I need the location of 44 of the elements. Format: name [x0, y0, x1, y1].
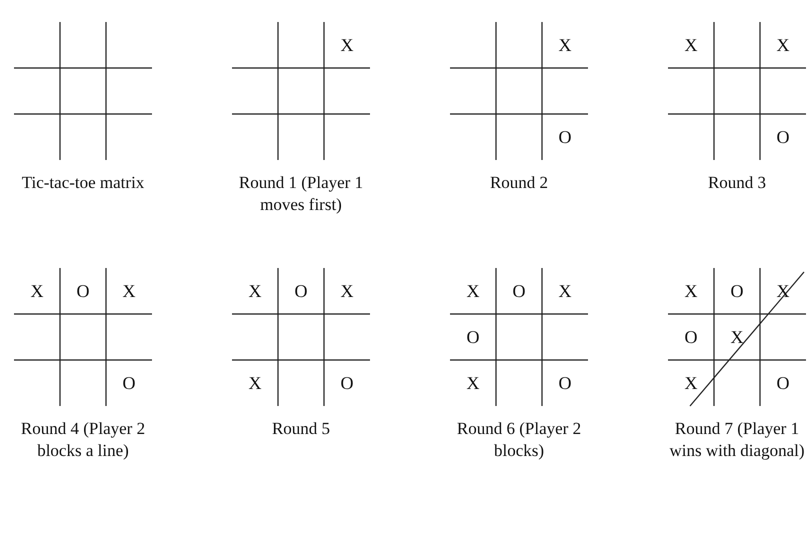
player-mark: X — [668, 360, 714, 406]
player-mark: X — [324, 22, 370, 68]
round-caption: Round 5 — [270, 418, 332, 440]
player-mark: X — [760, 22, 806, 68]
player-mark: X — [450, 360, 496, 406]
player-mark: O — [106, 360, 152, 406]
player-mark: X — [324, 268, 370, 314]
player-mark: X — [106, 268, 152, 314]
tic-tac-toe-grid — [232, 22, 370, 160]
player-mark: X — [668, 268, 714, 314]
round-caption: Tic-tac-toe matrix — [20, 172, 146, 194]
tic-tac-toe-grid — [668, 268, 806, 406]
tic-tac-toe-grid — [450, 22, 588, 160]
player-mark: X — [714, 314, 760, 360]
tic-tac-toe-grid — [14, 22, 152, 160]
round-caption: Round 7 (Player 1 wins with diagonal) — [668, 418, 806, 462]
tic-tac-toe-grid — [232, 268, 370, 406]
player-mark: O — [760, 114, 806, 160]
tic-tac-toe-grid — [450, 268, 588, 406]
tic-tac-toe-grid — [14, 268, 152, 406]
round-caption: Round 2 — [488, 172, 550, 194]
player-mark: O — [542, 114, 588, 160]
player-mark: O — [324, 360, 370, 406]
player-mark: X — [542, 22, 588, 68]
player-mark: O — [760, 360, 806, 406]
player-mark: X — [450, 268, 496, 314]
player-mark: O — [278, 268, 324, 314]
player-mark: X — [14, 268, 60, 314]
player-mark: O — [60, 268, 106, 314]
player-mark: X — [542, 268, 588, 314]
round-caption: Round 1 (Player 1 moves first) — [238, 172, 364, 216]
player-mark: X — [232, 360, 278, 406]
player-mark: O — [714, 268, 760, 314]
round-caption: Round 4 (Player 2 blocks a line) — [20, 418, 146, 462]
player-mark: X — [668, 22, 714, 68]
player-mark: O — [668, 314, 714, 360]
player-mark: O — [542, 360, 588, 406]
player-mark: O — [450, 314, 496, 360]
player-mark: O — [496, 268, 542, 314]
player-mark: X — [760, 268, 806, 314]
round-caption: Round 6 (Player 2 blocks) — [456, 418, 582, 462]
round-caption: Round 3 — [706, 172, 768, 194]
player-mark: X — [232, 268, 278, 314]
tic-tac-toe-grid — [668, 22, 806, 160]
